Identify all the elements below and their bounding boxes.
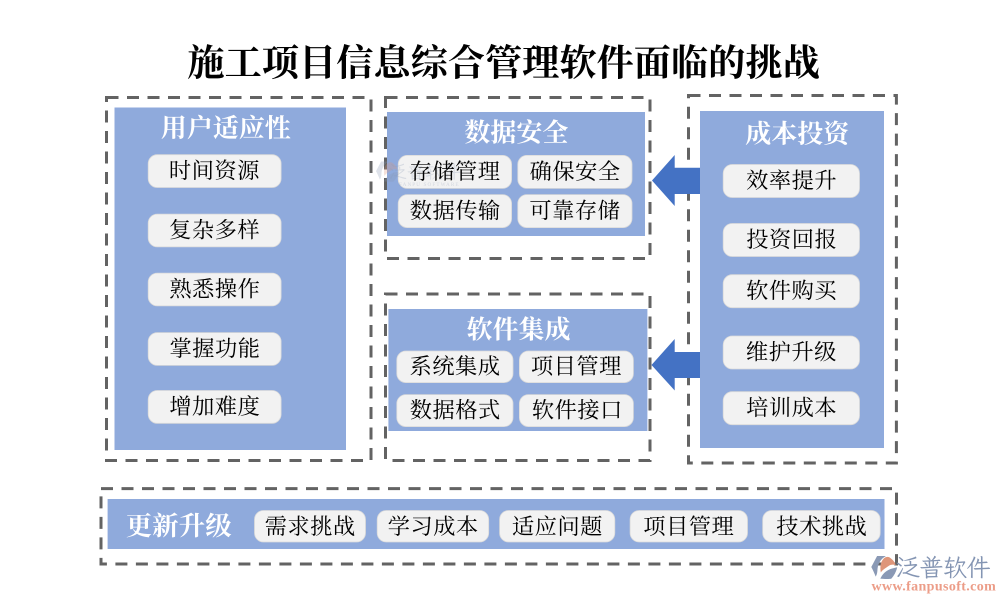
svg-text:FANPU SOFTWARE: FANPU SOFTWARE — [399, 182, 460, 188]
svg-text:www.fanpusoft.com: www.fanpusoft.com — [872, 580, 997, 595]
